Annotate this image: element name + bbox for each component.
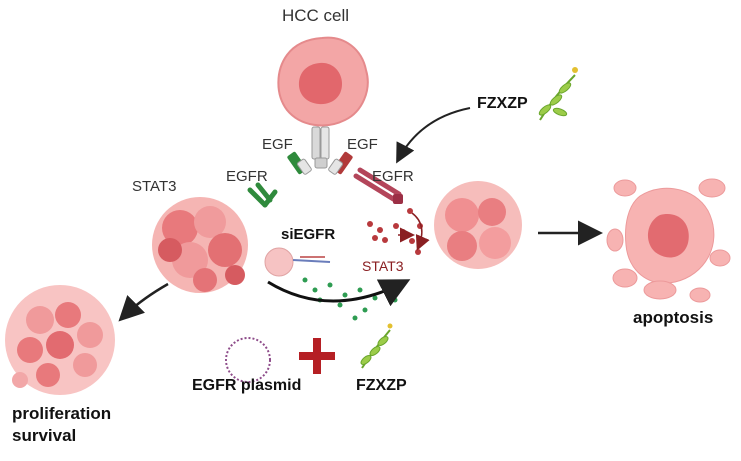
fzxzp-bottom-label: FZXZP xyxy=(356,377,407,394)
stat3-center-label: STAT3 xyxy=(362,258,404,274)
plus-icon xyxy=(299,338,335,374)
proliferation-cluster-icon xyxy=(5,285,115,395)
siegfr-label: siEGFR xyxy=(281,226,336,243)
fzxzp-arrow xyxy=(396,107,471,164)
egfr-right-label: EGFR xyxy=(372,168,414,185)
hcc-cell-icon xyxy=(277,36,369,127)
herb-icon-top xyxy=(538,67,578,121)
siegfr-vesicle-icon xyxy=(264,247,331,277)
proliferation-arrow xyxy=(118,282,169,322)
tumor-cluster-left-icon xyxy=(152,197,248,293)
apoptosis-label: apoptosis xyxy=(633,308,714,327)
hcc-cell-label: HCC cell xyxy=(282,6,350,25)
main-curved-arrow xyxy=(267,279,411,307)
herb-icon-bottom xyxy=(360,323,393,369)
egfr-receptor-left-icon xyxy=(247,182,278,208)
stat3-arrow xyxy=(411,212,430,251)
egfr-left-label: EGFR xyxy=(226,168,268,185)
egfr-plasmid-icon xyxy=(225,337,271,383)
egfr-plasmid-label: EGFR plasmid xyxy=(192,377,302,394)
egfr-receptor-right-icon xyxy=(353,167,403,204)
fzxzp-top-label: FZXZP xyxy=(477,95,528,112)
tumor-cluster-right-icon xyxy=(434,181,522,269)
egf-left-label: EGF xyxy=(262,136,293,153)
egf-right-label: EGF xyxy=(347,136,378,153)
survival-label: survival xyxy=(12,426,77,445)
proliferation-label: proliferation xyxy=(12,404,112,423)
stat3-left-label: STAT3 xyxy=(132,178,177,195)
egf-dimer-icon xyxy=(287,126,353,175)
